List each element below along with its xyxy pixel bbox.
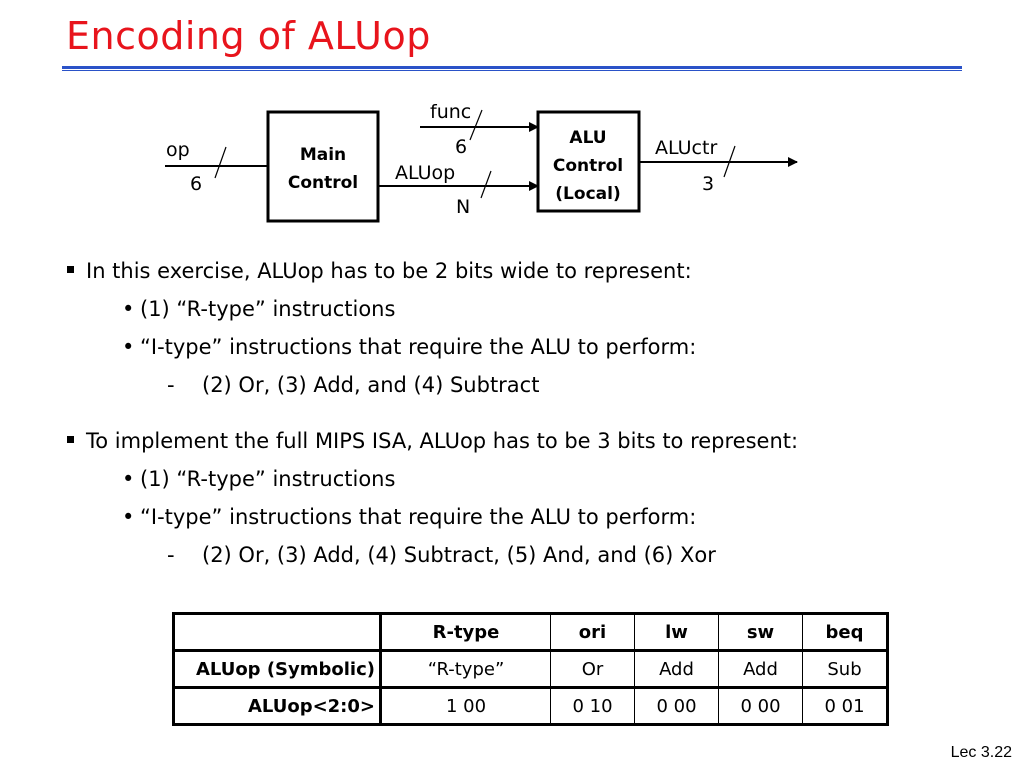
sub-bullet-rtype-2: (1) “R-type” instructions bbox=[60, 460, 980, 498]
aluop-width-slash bbox=[480, 170, 492, 199]
table-row: ALUop (Symbolic) “R-type” Or Add Add Sub bbox=[173, 650, 888, 689]
table-header-cell: R-type bbox=[380, 613, 551, 652]
table-cell: “R-type” bbox=[380, 650, 551, 689]
table-cell: Add bbox=[634, 650, 719, 689]
table-header-cell: lw bbox=[634, 613, 719, 652]
sub-bullet-itype-2: “I-type” instructions that require the A… bbox=[60, 498, 980, 536]
table-header-row: R-type ori lw sw beq bbox=[173, 613, 888, 652]
slide-number: Lec 3.22 bbox=[950, 744, 1012, 761]
bullet-2bit: In this exercise, ALUop has to be 2 bits… bbox=[60, 252, 980, 290]
op-width-label: 6 bbox=[190, 173, 202, 195]
table-cell: 0 00 bbox=[634, 687, 719, 725]
aluop-encoding-table: R-type ori lw sw beq ALUop (Symbolic) “R… bbox=[172, 612, 889, 726]
sub-bullet-itype: “I-type” instructions that require the A… bbox=[60, 328, 980, 366]
main-control-box bbox=[266, 110, 380, 223]
table-cell: Add bbox=[718, 650, 803, 689]
bullet-3bit: To implement the full MIPS ISA, ALUop ha… bbox=[60, 422, 980, 460]
aluctr-width-label: 3 bbox=[702, 173, 714, 195]
table-header-cell: beq bbox=[802, 613, 888, 652]
aluctr-label: ALUctr bbox=[655, 137, 717, 159]
sub-bullet-rtype: (1) “R-type” instructions bbox=[60, 290, 980, 328]
main-control-line2: Control bbox=[288, 173, 358, 193]
table-cell: Or bbox=[550, 650, 635, 689]
detail-ops-2: (2) Or, (3) Add, (4) Subtract, (5) And, … bbox=[60, 536, 980, 574]
table-cell: 1 00 bbox=[380, 687, 551, 725]
op-width-slash bbox=[214, 146, 227, 179]
table-header-cell: sw bbox=[718, 613, 803, 652]
func-width-label: 6 bbox=[455, 136, 467, 158]
page-title: Encoding of ALUop bbox=[66, 14, 431, 58]
func-label: func bbox=[430, 101, 471, 123]
table-cell: 0 00 bbox=[718, 687, 803, 725]
aluop-block-diagram: op 6 Main Control func 6 ALUop N ALU Con… bbox=[165, 101, 798, 223]
table-cell: 0 10 bbox=[550, 687, 635, 725]
alu-control-line2: Control bbox=[553, 156, 623, 176]
aluop-width-label: N bbox=[456, 196, 470, 218]
row-label-binary: ALUop<2:0> bbox=[173, 687, 382, 725]
title-divider bbox=[62, 66, 962, 71]
func-width-slash bbox=[469, 109, 483, 141]
table-cell: 0 01 bbox=[802, 687, 888, 725]
table-row: ALUop<2:0> 1 00 0 10 0 00 0 00 0 01 bbox=[173, 687, 888, 725]
table-corner-cell bbox=[173, 613, 382, 652]
alu-control-line3: (Local) bbox=[555, 184, 620, 204]
main-control-line1: Main bbox=[300, 145, 346, 165]
aluctr-width-slash bbox=[723, 145, 736, 178]
row-label-symbolic: ALUop (Symbolic) bbox=[173, 650, 382, 689]
table-cell: Sub bbox=[802, 650, 888, 689]
alu-control-line1: ALU bbox=[569, 128, 606, 148]
table-header-cell: ori bbox=[550, 613, 635, 652]
bullet-list: In this exercise, ALUop has to be 2 bits… bbox=[60, 252, 980, 574]
detail-ops: (2) Or, (3) Add, and (4) Subtract bbox=[60, 366, 980, 404]
op-label: op bbox=[166, 139, 190, 161]
aluop-label: ALUop bbox=[395, 162, 455, 184]
